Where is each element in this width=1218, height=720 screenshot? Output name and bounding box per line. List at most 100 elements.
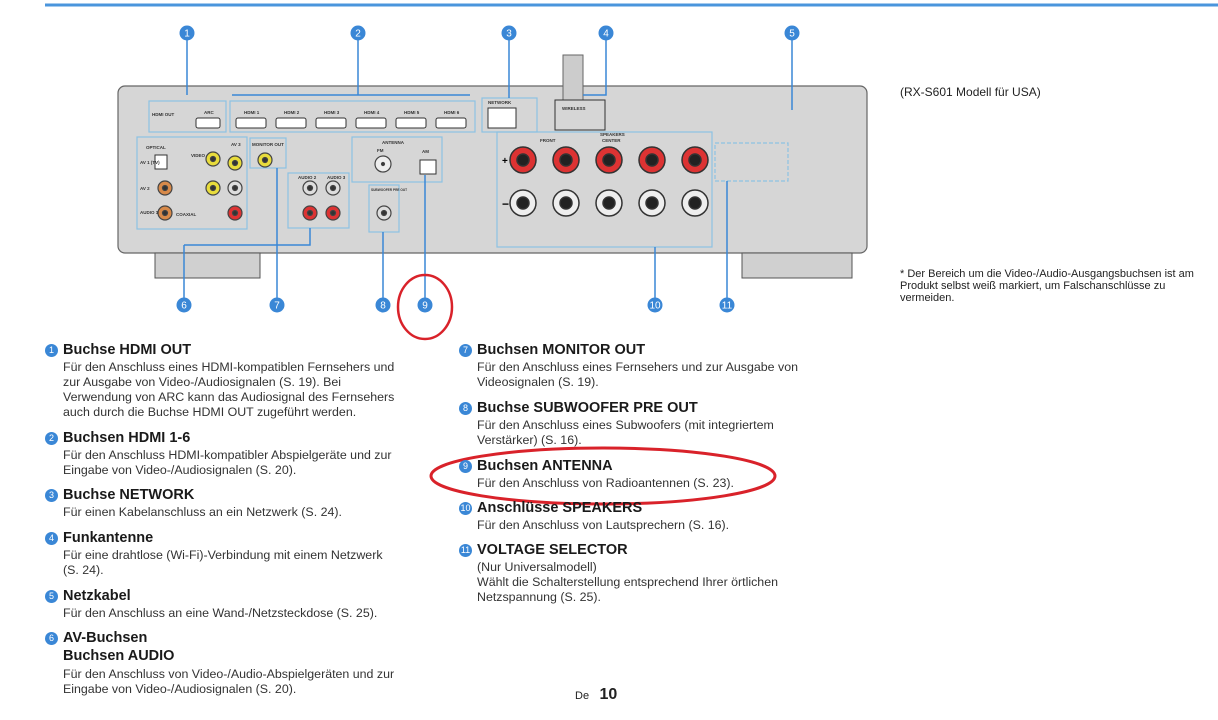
item-description: Für den Anschluss von Radioantennen (S. …: [477, 476, 857, 491]
item-description: Für den Anschluss von Lautsprechern (S. …: [477, 518, 857, 533]
hdmi-in-box: [229, 100, 476, 133]
description-item: 3 Buchse NETWORK Für einen Kabelanschluss …: [45, 486, 443, 520]
callout-marker: [598, 25, 614, 41]
description-item: 7 Buchsen MONITOR OUT Für den Anschluss ei…: [459, 341, 857, 390]
label-arc: ARC: [204, 110, 214, 115]
item-title: Buchse HDMI OUT: [63, 342, 192, 358]
item-title: Anschlüsse SPEAKERS: [477, 500, 643, 516]
callout-number: 11: [722, 301, 733, 312]
description-line: Für den Anschluss eines Subwoofers (mit …: [477, 418, 774, 432]
callout-marker: [269, 297, 285, 313]
description-line: Für den Anschluss eines Fernsehers und z…: [477, 360, 798, 374]
item-title: Buchse SUBWOOFER PRE OUT: [477, 400, 698, 416]
subwoofer-box: [368, 184, 400, 233]
callout-marker: [417, 297, 433, 313]
label-hdmi-6: HDMI 6: [444, 110, 460, 115]
page-footer: De 10: [575, 686, 617, 704]
label-monitor-out: MONITOR OUT: [252, 142, 284, 147]
label-audio1: AUDIO 1: [140, 210, 159, 215]
item-number-badge: 2: [45, 431, 58, 445]
callout-number: 4: [603, 29, 609, 40]
description-line: (Nur Universalmodell): [477, 560, 597, 574]
label-audio2: AUDIO 2: [298, 175, 317, 180]
label-fm: FM: [377, 148, 384, 153]
item-number-badge: 7: [459, 343, 472, 357]
item-number-badge: 10: [459, 501, 472, 515]
label-audio3: AUDIO 3: [327, 175, 346, 180]
item-title: VOLTAGE SELECTOR: [477, 542, 628, 558]
label-minus: −: [502, 197, 509, 211]
description-line: zur Ausgabe von Video-/Audiosignalen (S.…: [63, 375, 342, 389]
label-hdmi-3: HDMI 3: [324, 110, 340, 115]
callout-number: 10: [649, 301, 661, 312]
item-heading: 6 AV-Buchsen: [45, 629, 443, 647]
description-line: Für einen Kabelanschluss an ein Netzwerk…: [63, 505, 342, 519]
label-av1: AV 1 (TV): [140, 160, 160, 165]
speakers-box: [496, 131, 713, 248]
item-number-badge: 8: [459, 401, 472, 415]
item-title: Buchse NETWORK: [63, 487, 195, 503]
item-subtitle: Buchsen AUDIO: [63, 648, 175, 664]
label-antenna: ANTENNA: [382, 140, 405, 145]
antenna-box: [351, 136, 443, 183]
label-subwoofer: SUBWOOFER PRE OUT: [371, 188, 407, 192]
label-hdmi-4: HDMI 4: [364, 110, 380, 115]
label-optical: OPTICAL: [146, 145, 166, 150]
description-line: Für den Anschluss von Lautsprechern (S. …: [477, 518, 730, 532]
item-number-badge: 1: [45, 343, 58, 357]
callout-number: 1: [184, 29, 190, 40]
item-heading: 3 Buchse NETWORK: [45, 486, 443, 504]
label-av2: AV 2: [140, 186, 150, 191]
highlight-circle-9: [396, 273, 454, 341]
item-description: Für den Anschluss eines Subwoofers (mit …: [477, 418, 857, 448]
callout-number: 2: [355, 29, 361, 40]
callout-number: 7: [274, 301, 280, 312]
audio-box: [287, 172, 350, 229]
item-title: AV-Buchsen: [63, 630, 148, 646]
description-line: Verwendung von ARC kann das Audiosignal …: [63, 390, 395, 404]
description-line: Eingabe von Video-/Audiosignalen (S. 20)…: [63, 682, 297, 696]
label-coaxial: COAXIAL: [176, 212, 197, 217]
description-item: 8 Buchse SUBWOOFER PRE OUT Für den Anschlu…: [459, 399, 857, 448]
callout-marker: [179, 25, 195, 41]
item-number-badge: 9: [459, 459, 472, 473]
item-number-badge: 4: [45, 531, 58, 545]
label-hdmi-2: HDMI 2: [284, 110, 300, 115]
callout-number: 3: [506, 29, 512, 40]
label-network: NETWORK: [488, 100, 512, 105]
label-hdmi-5: HDMI 5: [404, 110, 420, 115]
description-line: (S. 24).: [63, 563, 104, 577]
label-wireless: WIRELESS: [562, 106, 586, 111]
item-title: Buchsen MONITOR OUT: [477, 342, 646, 358]
callout-number: 6: [181, 301, 187, 312]
page-language: De: [575, 690, 590, 702]
description-line: Für den Anschluss von Video-/Audio-Abspi…: [63, 667, 395, 681]
footnote: * Der Bereich um die Video-/Audio-Ausgan…: [900, 268, 1194, 304]
callout-marker: [719, 297, 735, 313]
item-description: Für den Anschluss an eine Wand-/Netzstec…: [63, 606, 443, 621]
label-am: AM: [422, 149, 429, 154]
description-line: Für den Anschluss von Radioantennen (S. …: [477, 476, 734, 490]
label-av3: AV 3: [231, 142, 241, 147]
foot-left: [154, 252, 261, 279]
item-description: Für den Anschluss HDMI-kompatibler Abspi…: [63, 448, 443, 478]
callout-marker: [647, 297, 663, 313]
item-heading: 8 Buchse SUBWOOFER PRE OUT: [459, 399, 857, 417]
description-line: Wählt die Schalterstellung entsprechend …: [477, 575, 778, 589]
item-number-badge: 6: [45, 631, 58, 645]
item-number-badge: 3: [45, 488, 58, 502]
item-description: Für den Anschluss eines Fernsehers und z…: [477, 360, 857, 390]
av-box: [136, 136, 248, 230]
callout-number: 8: [380, 301, 386, 312]
monitor-out-box: [249, 137, 287, 169]
description-line: Für eine drahtlose (Wi-Fi)-Verbindung mi…: [63, 548, 383, 562]
